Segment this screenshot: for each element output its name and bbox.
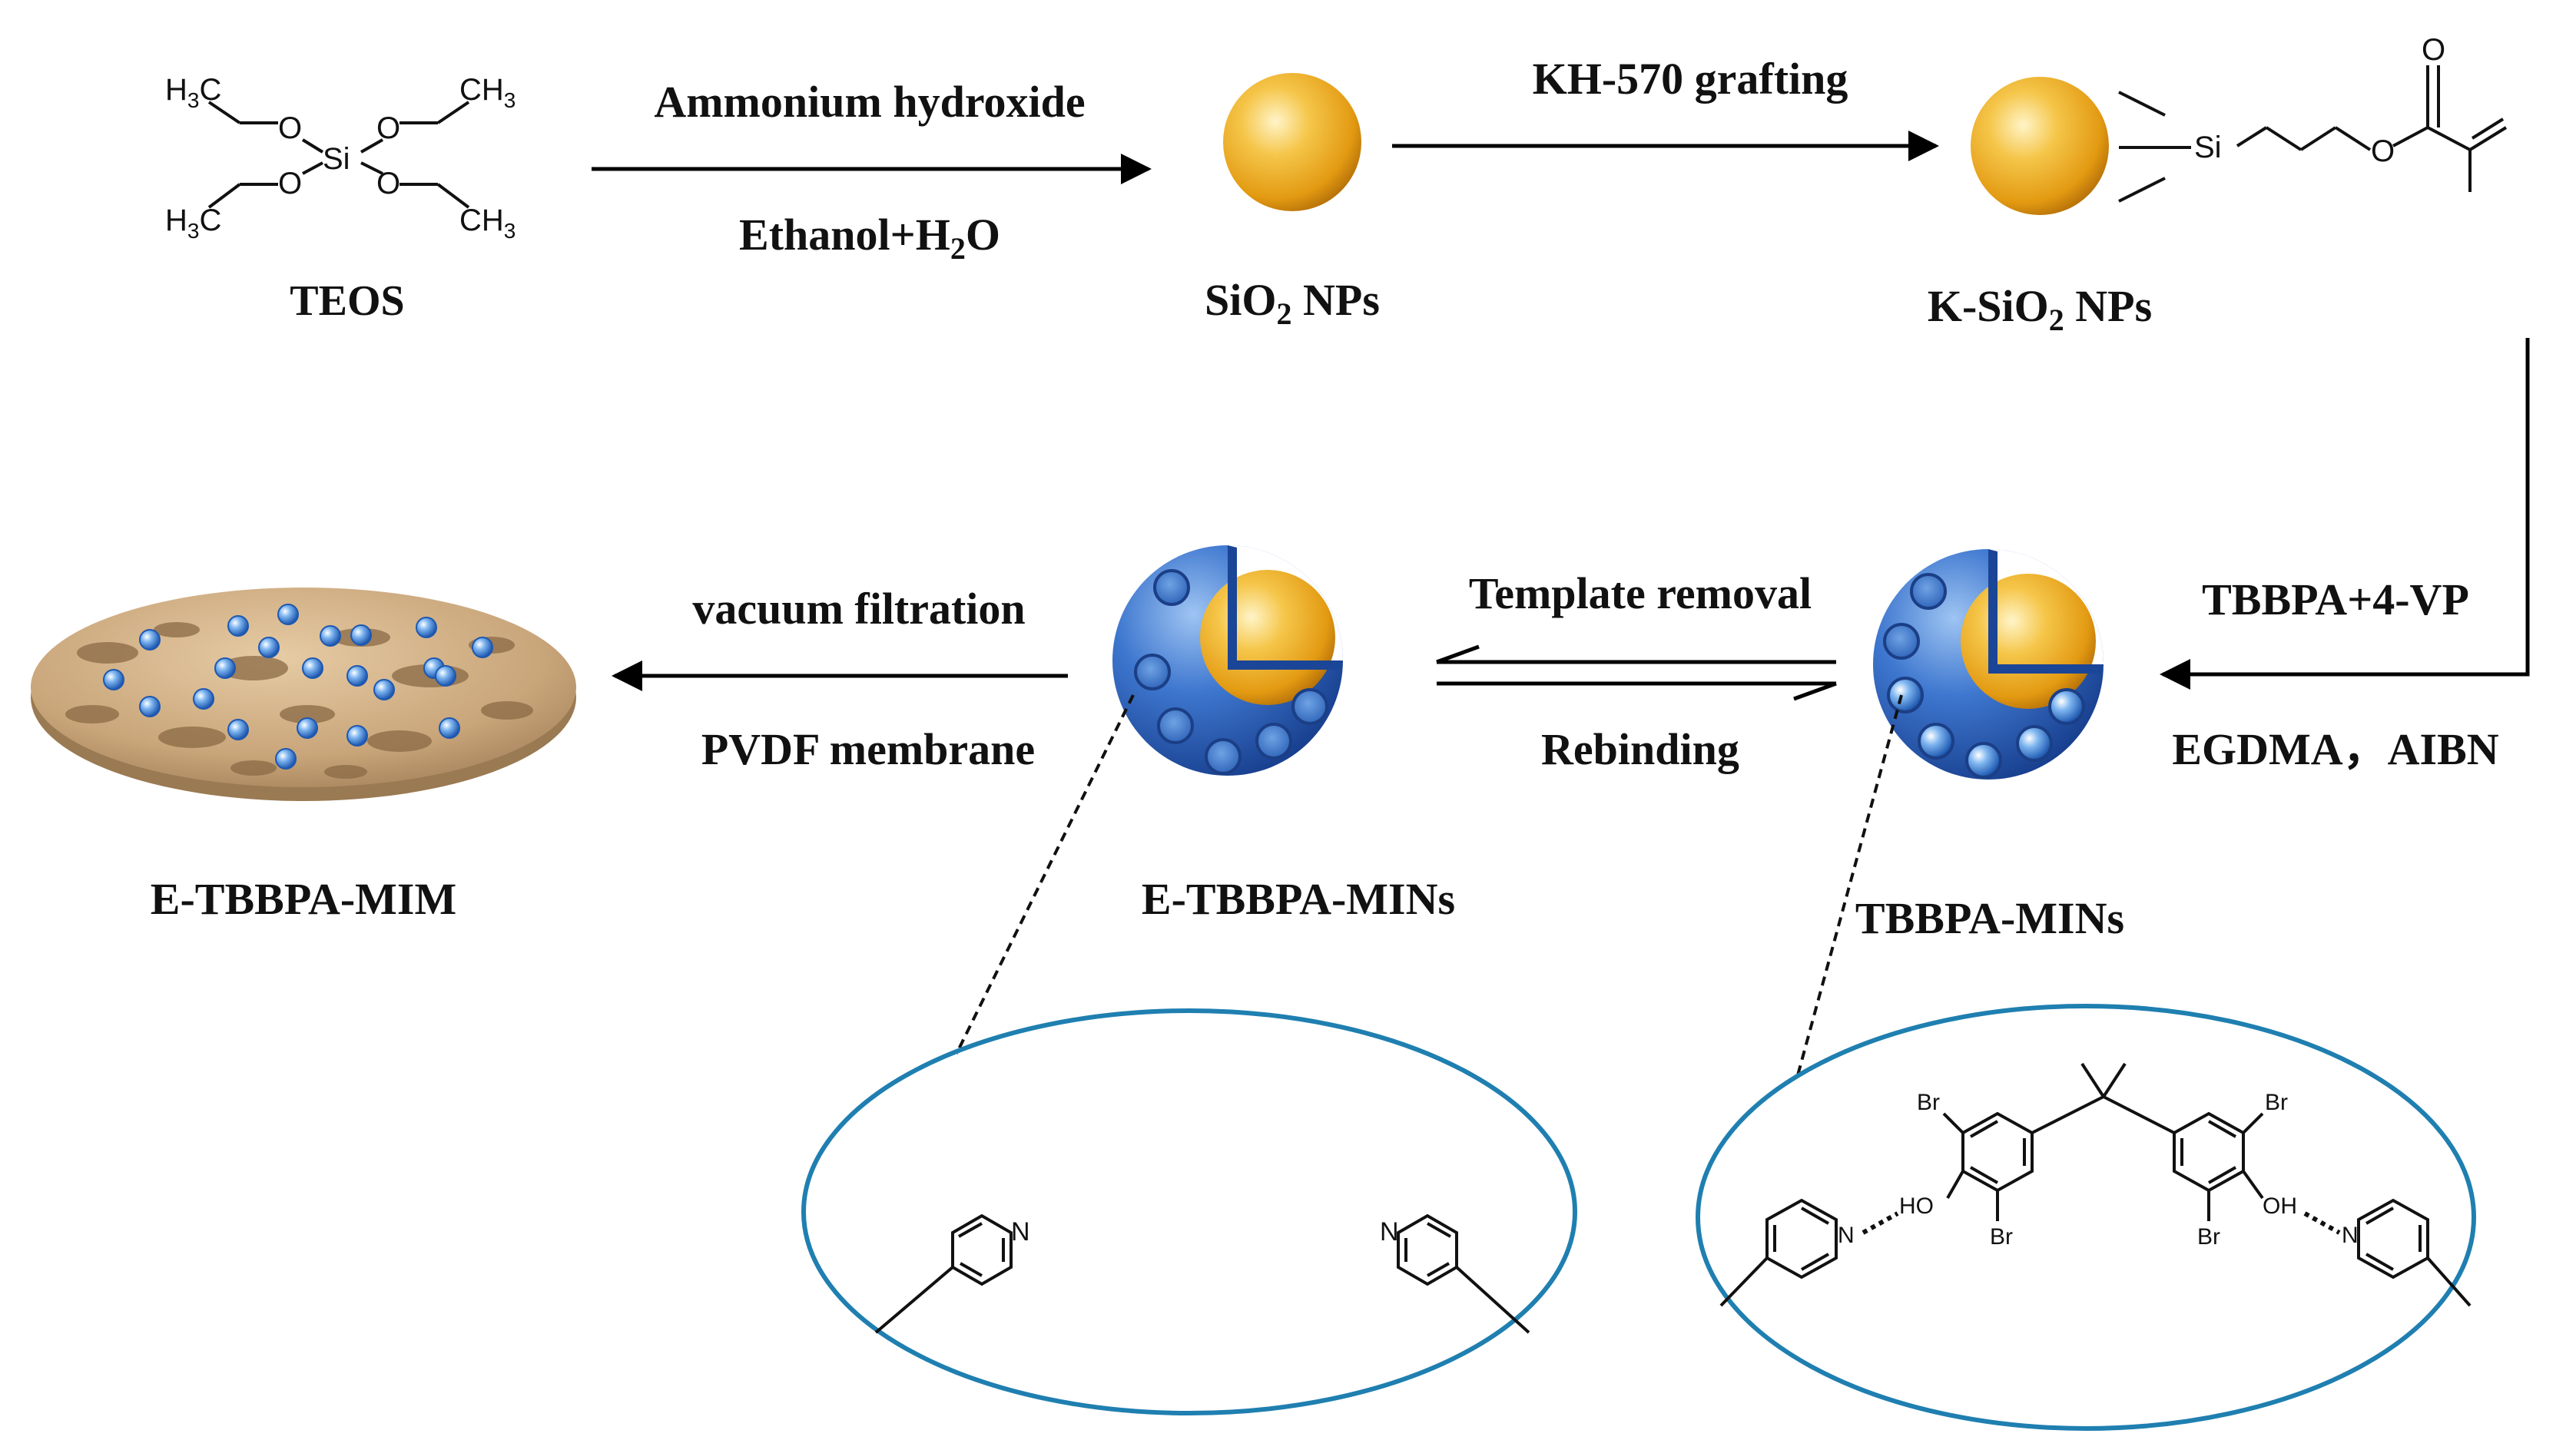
- step1-solvent: Ethanol+H2O: [739, 210, 1000, 266]
- step4-rebinding: Rebinding: [1541, 724, 1739, 774]
- vp-left-2: [1397, 1213, 1530, 1334]
- kh570-o-ester: O: [2371, 134, 2395, 168]
- kh570-structure: [2118, 65, 2508, 203]
- membrane-beads: [103, 604, 493, 770]
- k-sio2-nanoparticle: [1971, 77, 2109, 215]
- arrow-step3: [2160, 338, 2530, 690]
- label-e-tbbpa-mim: E-TBBPA-MIM: [151, 874, 456, 924]
- pyridine-n-left: N: [1838, 1223, 1855, 1248]
- teos-o-2: O: [376, 111, 400, 145]
- zoom-ellipse-tbbpa-bound: [1696, 1004, 2476, 1431]
- label-k-sio2-nps: K-SiO2 NPs: [1928, 281, 2152, 337]
- vp-left-2-n: N: [1380, 1217, 1399, 1246]
- step5-method: vacuum filtration: [692, 584, 1025, 634]
- label-tbbpa-mins: TBBPA-MINs: [1855, 893, 2124, 943]
- zoom-line-left: [955, 694, 1135, 1054]
- teos-si: Si: [323, 142, 350, 176]
- step3-crosslinker: EGDMA，AIBN: [2172, 724, 2498, 774]
- tbbpa-atom-labels: Br Br Br Br HO OH N N: [1838, 1090, 2359, 1250]
- tbbpa-mins-particle: [1873, 549, 2104, 780]
- teos-h3c-top: H3C: [165, 73, 221, 112]
- teos-atom-labels: H3C CH3 H3C CH3 O O O O Si: [165, 73, 516, 243]
- tbbpa-br-1: Br: [1917, 1090, 1940, 1115]
- vp-left-1: [874, 1213, 1013, 1334]
- step2-reagent: KH-570 grafting: [1533, 54, 1848, 104]
- sio2-nanoparticle: [1223, 73, 1361, 211]
- label-e-tbbpa-mins: E-TBBPA-MINs: [1142, 874, 1455, 924]
- tbbpa-br-2: Br: [1990, 1224, 2013, 1250]
- teos-ch3-bottom: CH3: [459, 204, 516, 243]
- teos-o-4: O: [376, 167, 400, 200]
- vp-left-1-n: N: [1011, 1217, 1030, 1246]
- tbbpa-mins-cavities: [1883, 573, 2085, 779]
- tbbpa-br-4: Br: [2197, 1224, 2220, 1250]
- tbbpa-br-3: Br: [2265, 1090, 2288, 1115]
- teos-structure: [207, 101, 470, 209]
- teos-ch3-top: CH3: [459, 73, 516, 112]
- teos-o-3: O: [278, 167, 302, 200]
- label-sio2-nps: SiO2 NPs: [1205, 275, 1380, 331]
- kh570-o-carbonyl: O: [2422, 33, 2445, 67]
- step1-reagent: Ammonium hydroxide: [654, 77, 1085, 127]
- step3-reagents: TBBPA+4-VP: [2202, 574, 2469, 624]
- pyridine-n-right: N: [2342, 1223, 2359, 1248]
- step5-support: PVDF membrane: [701, 724, 1035, 774]
- tbbpa-molecule: [1719, 1062, 2472, 1307]
- tbbpa-oh: OH: [2263, 1193, 2297, 1219]
- teos-o-1: O: [278, 111, 302, 145]
- kh570-si: Si: [2194, 131, 2222, 164]
- equilibrium-arrows: [1436, 644, 1837, 701]
- label-teos: TEOS: [290, 277, 404, 325]
- tbbpa-ho: HO: [1899, 1193, 1934, 1219]
- e-tbbpa-mim-membrane: [31, 588, 576, 801]
- e-tbbpa-mins-particle: [1112, 545, 1343, 776]
- hydrogen-bonds: [1862, 1211, 2341, 1235]
- teos-h3c-bottom: H3C: [165, 204, 221, 243]
- step4-template-removal: Template removal: [1469, 568, 1812, 618]
- zoom-ellipse-empty-cavity: [801, 1008, 1577, 1415]
- zoom-line-right: [1796, 694, 1903, 1076]
- e-tbbpa-mins-cavities: [1134, 569, 1328, 775]
